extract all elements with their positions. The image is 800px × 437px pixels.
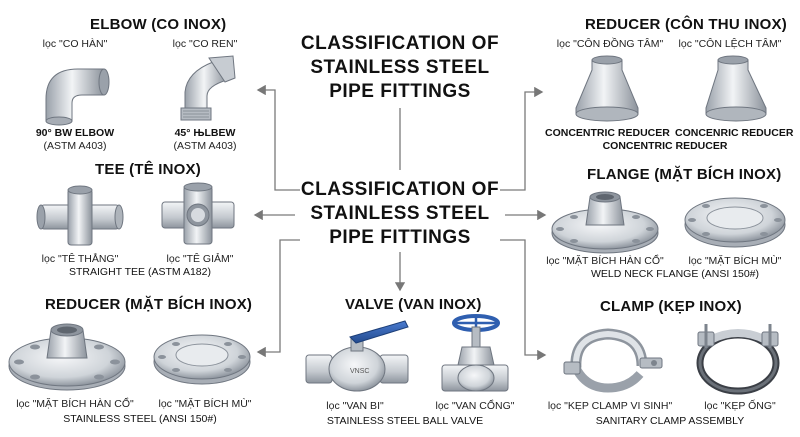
- reducer-flange-left-sub: lọc "MẶT BÍCH HÀN CỔ": [16, 398, 134, 410]
- valve-right-sub: lọc "VAN CỔNG": [435, 400, 515, 412]
- center-title-main-line-1: CLASSIFICATION OF: [300, 179, 500, 200]
- valve-body-marking: VNSC: [350, 368, 369, 375]
- elbow-left-std: (ASTM A403): [43, 140, 107, 152]
- reducer-bottom-cap: CONCENTRIC REDUCER: [602, 140, 728, 152]
- flange-caption: WELD NECK FLANGE (ANSI 150#): [590, 268, 760, 280]
- reducer-right-cap: CONCENRIC REDUCER: [675, 127, 794, 139]
- reducer-title: REDUCER (CÔN THU INOX): [585, 16, 787, 33]
- tee-left-sub: lọc "TÊ THẲNG": [41, 253, 119, 265]
- center-title-top-line-2: STAINLESS STEEL: [310, 57, 490, 78]
- center-title-top-line-1: CLASSIFICATION OF: [300, 33, 500, 54]
- clamp-caption: SANITARY CLAMP ASSEMBLY: [595, 415, 745, 427]
- blind-flange-icon-left: [153, 334, 251, 385]
- tee-caption: STRAIGHT TEE (ASTM A182): [69, 266, 211, 278]
- blind-flange-icon-right: [684, 197, 786, 248]
- center-title-top-line-3: PIPE FITTINGS: [329, 81, 471, 102]
- concentric-reducer-icon: [575, 55, 639, 122]
- center-title-main: CLASSIFICATION OF STAINLESS STEEL PIPE F…: [295, 178, 505, 250]
- threaded-elbow-icon: [180, 55, 236, 121]
- reducer-flange-title: REDUCER (MẶT BÍCH INOX): [45, 296, 253, 313]
- elbow-title: ELBOW (CO INOX): [90, 16, 227, 33]
- flange-left-sub: lọc "MẶT BÍCH HÀN CỔ": [546, 255, 664, 267]
- elbow-right-cap: 45° ЊLBEW: [174, 127, 236, 139]
- pipe-clamp-icon: [696, 324, 780, 395]
- center-title-main-line-2: STAINLESS STEEL: [310, 203, 490, 224]
- clamp-right-sub: lọc "KẸP ỐNG": [704, 400, 776, 412]
- ball-valve-icon: VNSC: [305, 320, 409, 392]
- arrow-reducer-flange: [256, 239, 300, 358]
- arrow-reducer: [500, 86, 544, 191]
- center-title-top: CLASSIFICATION OF STAINLESS STEEL PIPE F…: [300, 32, 500, 104]
- reducer-left-sub: lọc "CÔN ĐỒNG TÂM": [556, 38, 664, 50]
- flange-title: FLANGE (MẶT BÍCH INOX): [587, 166, 782, 183]
- reducer-flange-caption: STAINLESS STEEL (ANSI 150#): [63, 413, 217, 425]
- valve-title: VALVE (VAN INOX): [345, 296, 482, 313]
- tee-right-sub: lọc "TÊ GIẢM": [166, 253, 234, 265]
- elbow-left-sub: lọc "CO HÀN": [42, 38, 108, 50]
- sanitary-clamp-icon: [563, 328, 663, 393]
- straight-tee-icon: [36, 185, 124, 246]
- elbow-left-cap: 90° BW ELBOW: [35, 127, 115, 139]
- eccentric-reducer-icon: [705, 55, 767, 122]
- bw-elbow-icon: [45, 68, 110, 126]
- arrow-elbow: [256, 84, 300, 191]
- valve-left-sub: lọc "VAN BI": [326, 400, 384, 412]
- reducer-right-sub: lọc "CÔN LỆCH TÂM": [678, 38, 782, 50]
- center-title-main-line-3: PIPE FITTINGS: [329, 227, 471, 248]
- weld-neck-flange-icon-left: [8, 323, 126, 391]
- clamp-left-sub: lọc "KẸP CLAMP VI SINH": [547, 400, 673, 412]
- gate-valve-icon: [441, 314, 509, 392]
- clamp-title: CLAMP (KẸP INOX): [600, 298, 742, 315]
- weld-neck-flange-icon-right: [551, 191, 659, 254]
- reducer-left-cap: CONCENTRIC REDUCER: [545, 127, 670, 139]
- reducer-flange-right-sub: lọc "MẶT BÍCH MÙ": [158, 398, 252, 410]
- reducing-tee-icon: [161, 182, 235, 245]
- elbow-right-std: (ASTM A403): [173, 140, 237, 152]
- arrow-clamp: [500, 239, 547, 361]
- valve-caption: STAINLESS STEEL BALL VALVE: [326, 415, 484, 427]
- elbow-right-sub: lọc "CO REN": [172, 38, 238, 50]
- tee-title: TEE (TÊ INOX): [95, 161, 201, 178]
- flange-right-sub: lọc "MẶT BÍCH MÙ": [688, 255, 782, 267]
